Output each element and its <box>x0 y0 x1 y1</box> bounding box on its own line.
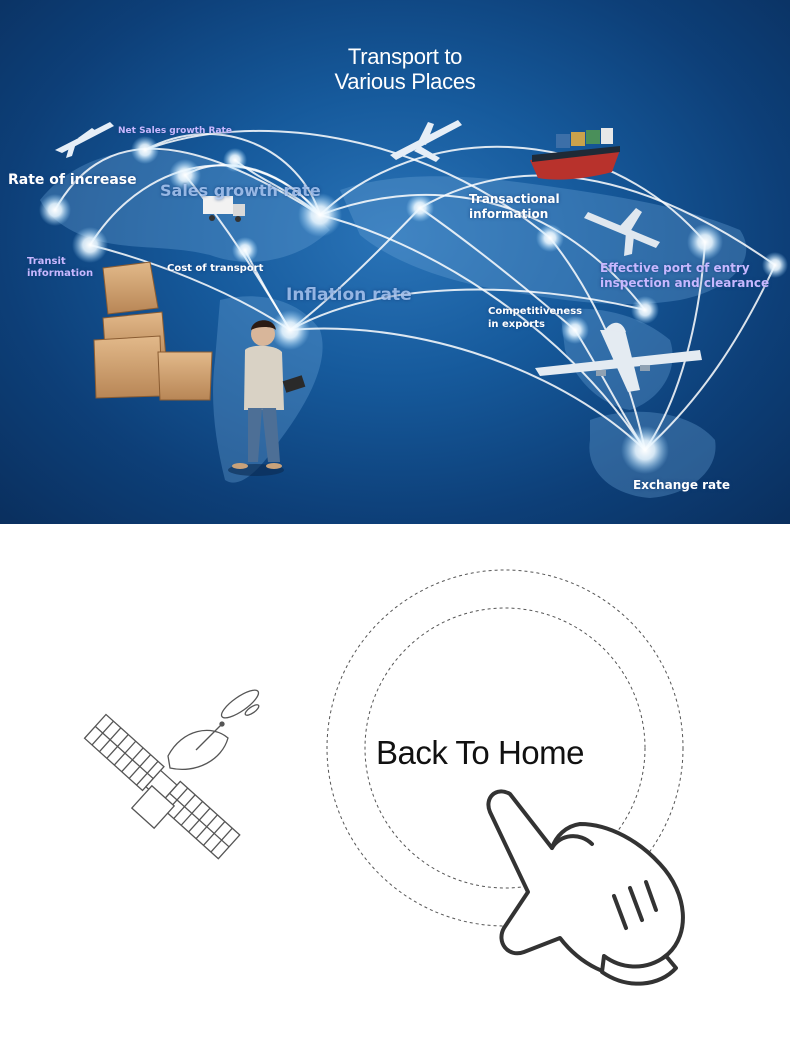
label-competitiveness-line2: in exports <box>488 319 545 330</box>
label-inflation: Inflation rate <box>286 285 412 305</box>
truck-icon <box>203 196 245 222</box>
airplane-small-icon <box>55 122 114 158</box>
label-transactional-line2: information <box>469 207 549 221</box>
label-sales-growth: Sales growth rate <box>160 181 321 200</box>
jet-airplane-icon <box>535 322 702 392</box>
back-to-home-section: Back To Home <box>0 524 790 1059</box>
back-to-home-button[interactable]: Back To Home <box>376 734 584 771</box>
label-net-sales: Net Sales growth Rate <box>118 126 232 136</box>
label-exchange-rate: Exchange rate <box>633 478 731 492</box>
hero-title-line1: Transport to <box>347 44 463 69</box>
network-nodes <box>39 136 788 474</box>
label-cost-transport: Cost of transport <box>167 263 264 274</box>
label-effective-port: Effective port of entry inspection and c… <box>600 261 769 291</box>
label-transit-line2: information <box>27 268 94 279</box>
back-home-illustration <box>83 569 685 986</box>
hero-banner: Transport to Various Places Net Sales gr… <box>0 0 790 524</box>
hero-title: Transport to Various Places <box>0 44 790 94</box>
outer-dashed-ring <box>326 569 684 927</box>
cardboard-boxes-illustration <box>93 261 213 401</box>
label-transit-line1: Transit <box>27 256 66 267</box>
label-transactional-line1: Transactional <box>469 192 560 206</box>
satellite-icon <box>83 689 260 860</box>
cargo-ship-icon <box>530 128 620 180</box>
pointing-hand-icon <box>486 789 685 986</box>
label-effective-line2: inspection and clearance <box>600 276 770 290</box>
network-map-illustration <box>39 120 788 498</box>
label-competitiveness: Competitiveness in exports <box>488 305 582 331</box>
label-transit: Transit information <box>27 256 93 280</box>
label-competitiveness-line1: Competitiveness <box>488 306 583 317</box>
airplane-right-icon <box>584 208 660 256</box>
airplane-icon <box>390 120 462 162</box>
label-rate-increase: Rate of increase <box>8 172 137 188</box>
label-effective-line1: Effective port of entry <box>600 261 750 275</box>
label-transactional: Transactional information <box>469 192 560 222</box>
hero-title-line2: Various Places <box>334 69 476 94</box>
inner-dashed-ring <box>364 607 646 889</box>
person-with-tablet-illustration <box>228 320 306 476</box>
